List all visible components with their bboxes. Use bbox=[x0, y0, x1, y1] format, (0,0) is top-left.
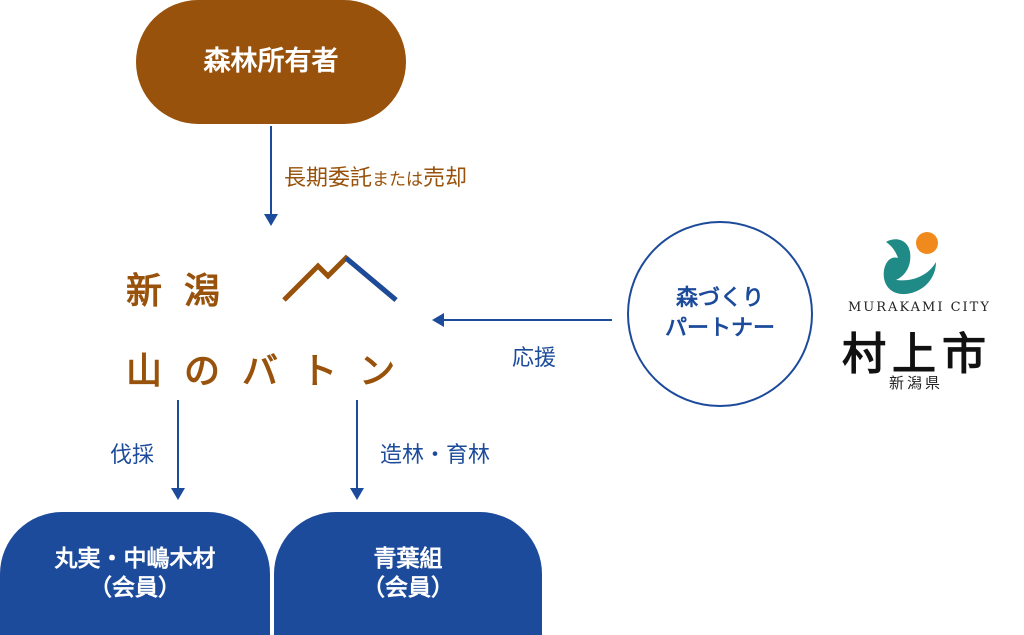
city-name: 村上市 bbox=[842, 329, 992, 380]
murakami-city-emblem-icon bbox=[883, 232, 938, 295]
owner-to-baton-label: 長期委託または売却 bbox=[284, 166, 468, 191]
partner-to-baton-arrowhead bbox=[432, 313, 444, 327]
forest-partner-node: 森づくり パートナー bbox=[627, 221, 813, 407]
member-name: 青葉組 bbox=[373, 545, 443, 572]
logging-label: 伐採 bbox=[110, 443, 155, 468]
support-label: 応援 bbox=[512, 346, 557, 371]
city-english-name: MURAKAMI CITY bbox=[848, 300, 991, 315]
partner-line2: パートナー bbox=[664, 316, 775, 341]
member-node-2: 青葉組 （会員） bbox=[274, 512, 542, 635]
logging-arrowhead bbox=[171, 488, 185, 500]
partner-line1: 森づくり bbox=[675, 286, 764, 312]
reforestation-label: 造林・育林 bbox=[380, 443, 491, 468]
member-name: 丸実・中嶋木材 bbox=[54, 545, 216, 572]
forest-owner-label: 森林所有者 bbox=[203, 46, 339, 78]
member-note: （会員） bbox=[362, 574, 454, 601]
member-node-1: 丸実・中嶋木材 （会員） bbox=[0, 512, 270, 635]
logo-line1: 新潟 bbox=[126, 271, 243, 312]
owner-to-baton-arrowhead bbox=[264, 214, 278, 226]
member-note: （会員） bbox=[89, 574, 181, 601]
reforestation-arrowhead bbox=[350, 488, 364, 500]
logo-line2: 山のバトン bbox=[126, 351, 418, 392]
mountain-logo-icon bbox=[282, 254, 398, 302]
city-prefecture: 新潟県 bbox=[889, 374, 944, 392]
forest-owner-node: 森林所有者 bbox=[136, 0, 406, 124]
